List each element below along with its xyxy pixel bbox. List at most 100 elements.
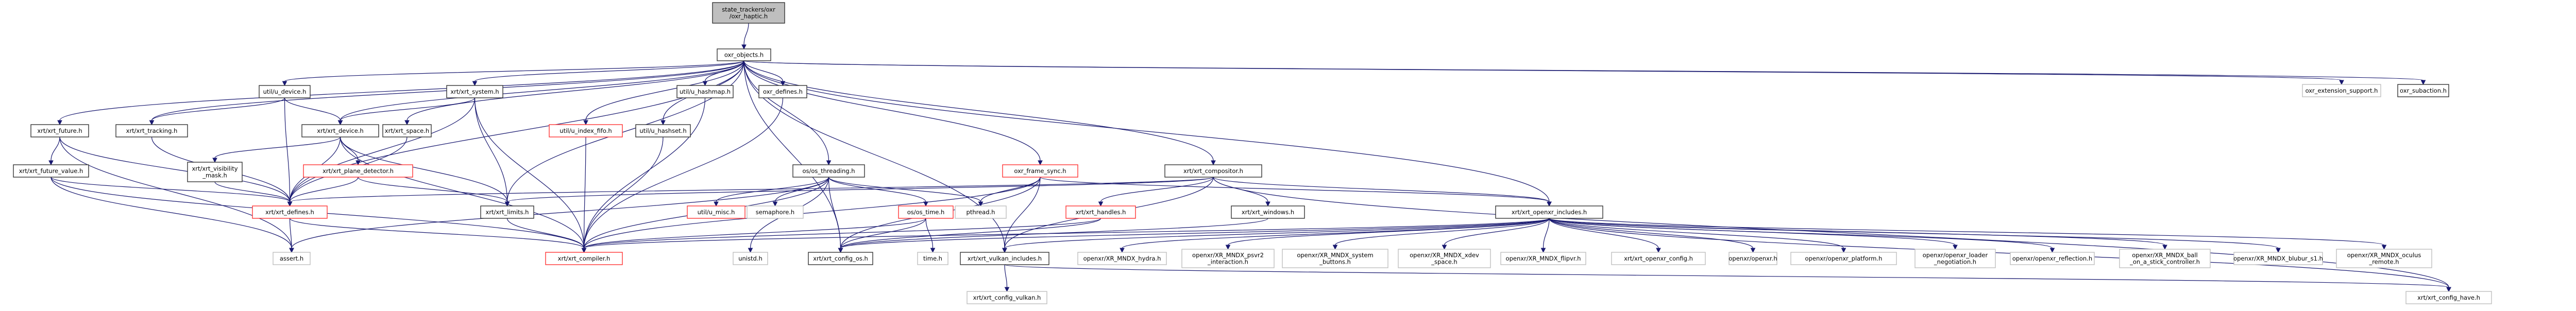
node-openxr_reflection[interactable]: openxr/openxr_reflection.h <box>2010 252 2095 265</box>
node-xrt_device[interactable]: xrt/xrt_device.h <box>301 124 379 137</box>
node-xrt_config_os[interactable]: xrt/xrt_config_os.h <box>808 252 873 265</box>
edge-line <box>583 218 926 249</box>
edge-u_hashmap-to-xrt_compiler <box>581 97 706 253</box>
node-xrt_space[interactable]: xrt/xrt_space.h <box>382 124 432 137</box>
node-label: xrt/xrt_handles.h <box>1076 209 1126 216</box>
node-os_threading[interactable]: os/os_threading.h <box>792 164 865 178</box>
node-xrt_openxr_config[interactable]: xrt/xrt_openxr_config.h <box>1611 252 1706 265</box>
node-xr_ball[interactable]: openxr/XR_MNDX_ball_on_a_stick_controlle… <box>2119 249 2211 268</box>
edge-line <box>583 136 586 249</box>
arrowhead-icon <box>581 248 587 253</box>
node-label: _remote.h <box>2368 258 2399 266</box>
arrowhead-icon <box>1841 248 1846 253</box>
edge-xrt_openxr_includes-to-xr_xdev_space <box>1442 218 1550 250</box>
edge-line <box>583 136 664 249</box>
edge-u_device-to-xrt_device <box>284 97 343 126</box>
node-xr_psvr2[interactable]: openxr/XR_MNDX_psvr2_interaction.h <box>1181 249 1275 268</box>
node-box <box>301 124 379 137</box>
node-oxr_defines[interactable]: oxr_defines.h <box>758 85 807 98</box>
node-u_misc[interactable]: util/u_misc.h <box>687 205 745 219</box>
node-xrt_compositor[interactable]: xrt/xrt_compositor.h <box>1164 164 1262 178</box>
node-box <box>717 48 771 61</box>
node-label: xrt/xrt_plane_detector.h <box>323 167 394 175</box>
node-box <box>808 252 873 265</box>
node-assert[interactable]: assert.h <box>273 252 311 265</box>
arrowhead-icon <box>2420 80 2426 85</box>
node-xrt_compiler[interactable]: xrt/xrt_compiler.h <box>545 252 623 265</box>
node-label: util/u_misc.h <box>698 209 735 216</box>
node-xrt_future_value[interactable]: xrt/xrt_future_value.h <box>13 164 89 178</box>
node-xrt_config_have[interactable]: xrt/xrt_config_have.h <box>2405 291 2492 304</box>
node-label: xrt/xrt_config_vulkan.h <box>973 294 1041 301</box>
node-box <box>1611 252 1706 265</box>
node-xrt_openxr_includes[interactable]: xrt/xrt_openxr_includes.h <box>1495 205 1603 219</box>
edge-line <box>840 218 1550 249</box>
node-pthread[interactable]: pthread.h <box>955 205 1007 219</box>
edge-line <box>50 136 60 161</box>
edge-xrt_compositor-to-xrt_limits <box>504 177 1214 207</box>
node-xr_blubur[interactable]: openxr/XR_MNDX_blubur_s1.h <box>2233 252 2323 265</box>
arrowhead-icon <box>1332 245 1338 250</box>
edge-line <box>506 218 585 249</box>
edge-line <box>980 177 1041 202</box>
edge-line <box>583 97 706 249</box>
node-label: xrt/xrt_config_os.h <box>813 255 868 262</box>
node-xrt_future[interactable]: xrt/xrt_future.h <box>30 124 89 137</box>
node-u_hashset[interactable]: util/u_hashset.h <box>635 124 691 137</box>
node-xrt_config_vulkan[interactable]: xrt/xrt_config_vulkan.h <box>967 291 1047 304</box>
node-xr_system_buttons[interactable]: openxr/XR_MNDX_system_buttons.h <box>1282 249 1388 268</box>
node-label: xrt/xrt_system.h <box>450 88 499 95</box>
edge-line <box>1004 218 1550 249</box>
node-xrt_plane_detector[interactable]: xrt/xrt_plane_detector.h <box>303 164 413 178</box>
node-xrt_visibility_mask[interactable]: xrt/xrt_visibility_mask.h <box>187 162 243 182</box>
edge-line <box>585 60 744 121</box>
node-u_index_fifo[interactable]: util/u_index_fifo.h <box>549 124 623 137</box>
edge-line <box>214 136 341 159</box>
node-oxr_haptic[interactable]: state_trackers/oxr/oxr_haptic.h <box>712 2 785 24</box>
node-label: openxr/XR_MNDX_xdev <box>1410 252 1479 259</box>
edge-line <box>289 218 292 249</box>
edge-oxr_objects-to-oxr_subaction <box>743 60 2426 85</box>
node-u_device[interactable]: util/u_device.h <box>259 85 311 98</box>
node-xrt_tracking[interactable]: xrt/xrt_tracking.h <box>115 124 188 137</box>
node-box <box>2233 252 2323 265</box>
node-u_hashmap[interactable]: util/u_hashmap.h <box>676 85 734 98</box>
node-box <box>382 124 432 137</box>
node-xr_xdev_space[interactable]: openxr/XR_MNDX_xdev_space.h <box>1398 249 1491 268</box>
node-xrt_vulkan_includes[interactable]: xrt/xrt_vulkan_includes.h <box>960 252 1049 265</box>
node-xr_oculus[interactable]: openxr/XR_MNDX_oculus_remote.h <box>2336 249 2432 268</box>
node-oxr_subaction[interactable]: oxr_subaction.h <box>2397 84 2449 97</box>
node-openxr_h[interactable]: openxr/openxr.h <box>1728 252 1777 265</box>
edge-oxr_objects-to-oxr_extension_support <box>743 60 2344 85</box>
node-box <box>2119 249 2211 268</box>
node-time[interactable]: time.h <box>917 252 948 265</box>
arrowhead-icon <box>504 201 510 207</box>
arrowhead-icon <box>772 201 778 207</box>
node-xrt_handles[interactable]: xrt/xrt_handles.h <box>1065 205 1136 219</box>
node-box <box>1002 164 1078 178</box>
edge-oxr_objects-to-os_threading <box>743 60 832 166</box>
node-oxr_frame_sync[interactable]: oxr_frame_sync.h <box>1002 164 1078 178</box>
node-openxr_loader[interactable]: openxr/openxr_loader_negotiation.h <box>1914 249 1996 268</box>
node-xrt_limits[interactable]: xrt/xrt_limits.h <box>480 205 534 219</box>
arrowhead-icon <box>337 120 343 126</box>
node-semaphore[interactable]: semaphore.h <box>747 205 804 219</box>
node-xr_flipvr[interactable]: openxr/XR_MNDX_flipvr.h <box>1500 252 1586 265</box>
node-label: xrt/xrt_config_have.h <box>2417 294 2480 301</box>
node-openxr_platform[interactable]: openxr/openxr_platform.h <box>1790 252 1897 265</box>
node-unistd[interactable]: unistd.h <box>733 252 768 265</box>
node-xrt_system[interactable]: xrt/xrt_system.h <box>446 85 503 98</box>
node-xr_hydra[interactable]: openxr/XR_MNDX_hydra.h <box>1077 252 1167 265</box>
edge-line <box>743 60 841 249</box>
edge-os_threading-to-pthread <box>828 177 984 207</box>
edge-xrt_future-to-assert <box>59 136 294 253</box>
node-os_time[interactable]: os/os_time.h <box>898 205 954 219</box>
node-box <box>960 252 1049 265</box>
node-oxr_objects[interactable]: oxr_objects.h <box>717 48 771 61</box>
node-box <box>2336 249 2432 268</box>
node-xrt_defines[interactable]: xrt/xrt_defines.h <box>252 205 328 219</box>
edge-xrt_openxr_includes-to-xr_psvr2 <box>1225 218 1550 250</box>
edge-xrt_plane_detector-to-xrt_defines <box>287 177 359 207</box>
node-oxr_extension_support[interactable]: oxr_extension_support.h <box>2302 84 2381 97</box>
node-xrt_windows[interactable]: xrt/xrt_windows.h <box>1231 205 1305 219</box>
